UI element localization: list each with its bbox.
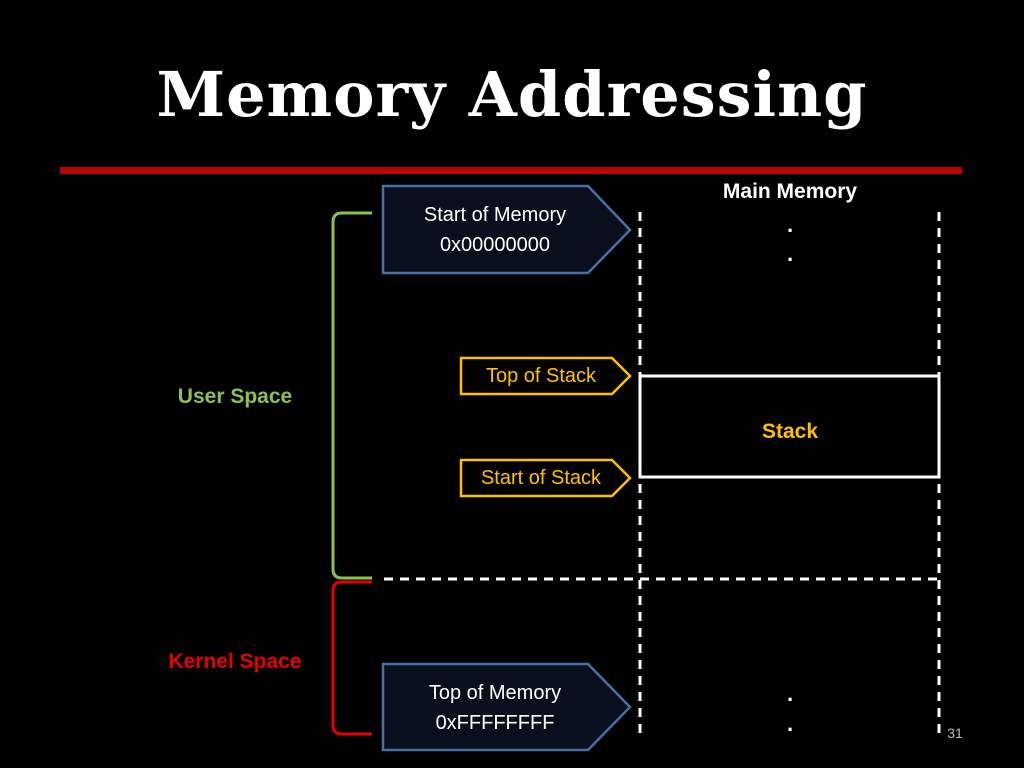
memory-ellipsis-dot: .: [786, 212, 794, 237]
top-of-memory-text: Top of Memory 0xFFFFFFFF: [390, 678, 600, 738]
main-memory-label: Main Memory: [722, 180, 858, 203]
start-of-stack-label: Start of Stack: [480, 467, 602, 489]
memory-ellipsis-dot: .: [786, 711, 794, 736]
start-of-memory-label: Start of Memory: [423, 204, 567, 226]
title-underline: [60, 167, 962, 174]
start-of-memory-text: Start of Memory 0x00000000: [390, 200, 600, 260]
page-number: 31: [947, 725, 963, 741]
user-space-label: User Space: [177, 385, 293, 408]
start-of-memory-pointer: [381, 184, 632, 275]
user-space-bracket: [331, 211, 372, 580]
kernel-space-bracket: [331, 580, 372, 736]
top-of-memory-label: Top of Memory: [428, 682, 562, 704]
memory-ellipsis-dot: .: [786, 681, 794, 706]
kernel-space-label: Kernel Space: [168, 650, 302, 673]
top-of-stack-pointer: [459, 356, 632, 396]
top-of-memory-pointer: [381, 662, 632, 752]
memory-ellipsis-dot: .: [786, 241, 794, 266]
stack-region: [638, 374, 941, 479]
start-of-stack-pointer: [459, 458, 632, 498]
start-of-memory-address: 0x00000000: [439, 234, 551, 256]
top-of-memory-address: 0xFFFFFFFF: [435, 712, 555, 734]
stack-label: Stack: [761, 420, 819, 443]
slide-title: Memory Addressing: [156, 58, 868, 131]
top-of-stack-label: Top of Stack: [485, 365, 597, 387]
